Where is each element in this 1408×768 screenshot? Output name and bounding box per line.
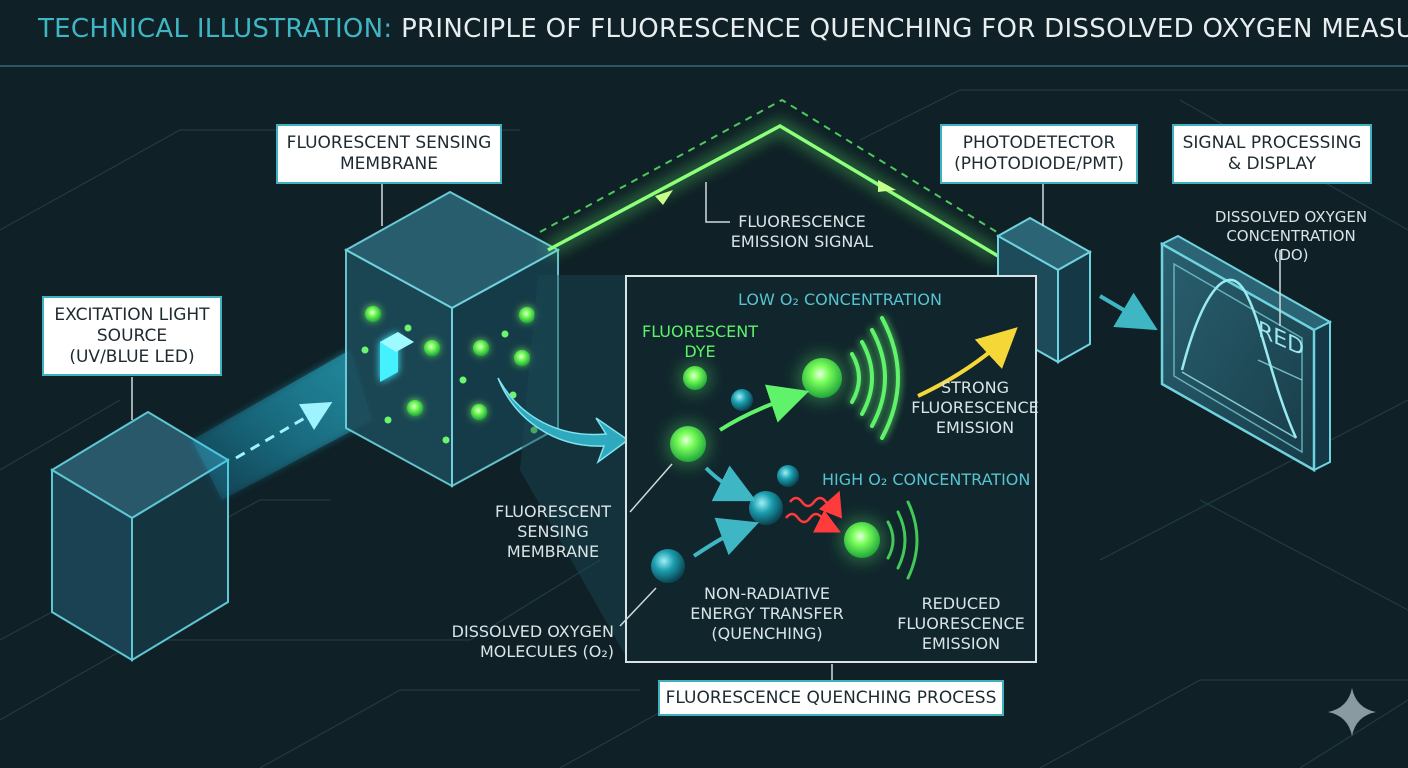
membrane-box: FLUORESCENT SENSING MEMBRANE bbox=[276, 124, 502, 184]
dye-molecule-center bbox=[670, 426, 706, 462]
sensing-membrane-label: FLUORESCENT SENSING MEMBRANE bbox=[494, 502, 612, 561]
low-o2-label: LOW O₂ CONCENTRATION bbox=[738, 290, 942, 309]
page-title: TECHNICAL ILLUSTRATION: PRINCIPLE OF FLU… bbox=[38, 14, 1408, 44]
do-concentration-label: DISSOLVED OXYGEN CONCENTRATION (DO) bbox=[1214, 208, 1368, 264]
dye-molecule-excited bbox=[802, 358, 842, 398]
oxygen-molecules-label: DISSOLVED OXYGEN MOLECULES (O₂) bbox=[451, 622, 614, 661]
dye-molecule-small bbox=[683, 366, 707, 390]
display-screen bbox=[1159, 234, 1333, 473]
inset-leaders bbox=[619, 463, 673, 627]
light-source-cube bbox=[50, 410, 230, 662]
fluorescent-dye-label: FLUORESCENT DYE bbox=[641, 322, 759, 361]
quenching-inset bbox=[625, 275, 1037, 663]
sparkle-icon bbox=[1328, 688, 1376, 736]
oxygen-molecule bbox=[731, 389, 753, 411]
inset-arrows bbox=[692, 327, 1018, 558]
oxygen-molecule bbox=[749, 491, 783, 525]
strong-emission-label: STRONG FLUORESCENCE EMISSION bbox=[911, 378, 1039, 437]
non-radiative-label: NON-RADIATIVE ENERGY TRANSFER (QUENCHING… bbox=[690, 584, 844, 643]
reduced-emission-label: REDUCED FLUORESCENCE EMISSION bbox=[897, 594, 1025, 653]
inset-molecules bbox=[651, 354, 884, 583]
photodetector-box: PHOTODETECTOR (PHOTODIODE/PMT) bbox=[940, 124, 1138, 184]
signal-arrow bbox=[1098, 292, 1158, 331]
dye-molecule-quenched bbox=[844, 522, 880, 558]
title-prefix: TECHNICAL ILLUSTRATION: bbox=[38, 14, 393, 44]
excitation-beam bbox=[192, 350, 372, 500]
high-o2-label: HIGH O₂ CONCENTRATION bbox=[822, 470, 1031, 489]
emission-waves bbox=[850, 316, 919, 580]
light-source-box: EXCITATION LIGHT SOURCE (UV/BLUE LED) bbox=[42, 296, 222, 376]
projection-fan bbox=[520, 275, 628, 660]
oxygen-molecule bbox=[777, 465, 799, 487]
oxygen-molecule bbox=[651, 549, 685, 583]
membrane-cube bbox=[343, 190, 561, 488]
emission-signal-label: FLUORESCENCE EMISSION SIGNAL bbox=[730, 212, 874, 251]
signal-processing-box: SIGNAL PROCESSING & DISPLAY bbox=[1172, 124, 1372, 184]
title-main: PRINCIPLE OF FLUORESCENCE QUENCHING FOR … bbox=[401, 14, 1408, 44]
leader-lines bbox=[131, 184, 833, 680]
emission-path bbox=[539, 98, 1001, 260]
quenching-process-box: FLUORESCENCE QUENCHING PROCESS bbox=[658, 680, 1004, 716]
